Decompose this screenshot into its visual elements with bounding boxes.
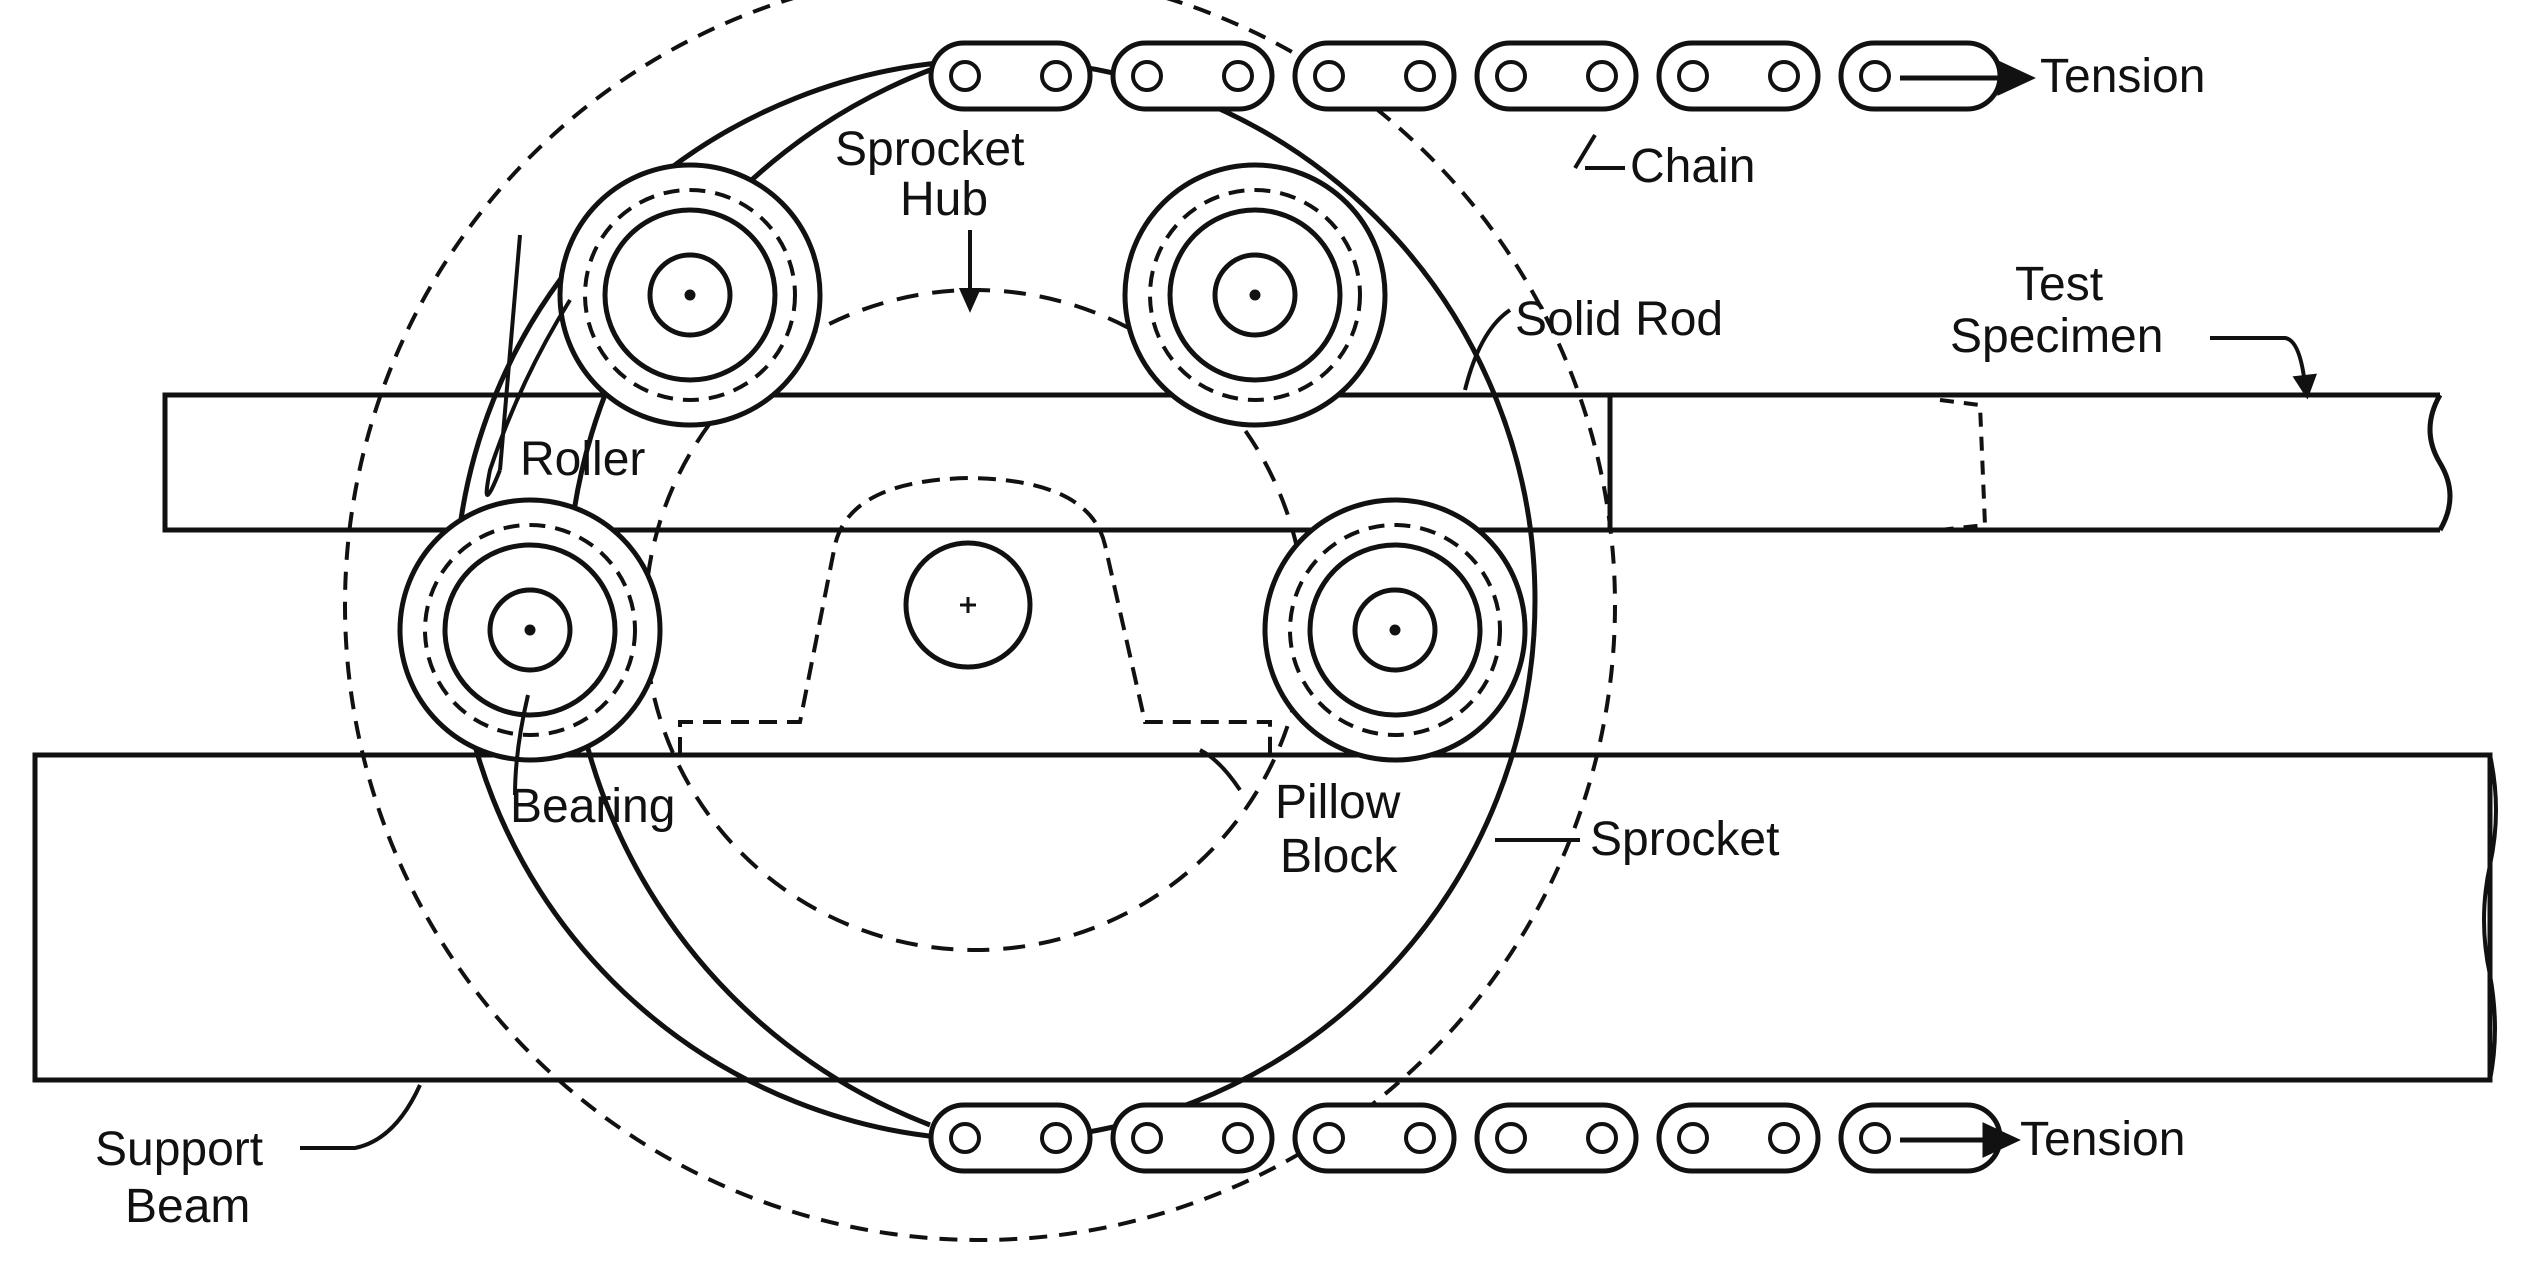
roller-label: Roller [520,433,645,486]
chain-pin [1131,60,1163,92]
solid-rod-label: Solid Rod [1515,293,1723,346]
test-specimen-label-line1: Test [2015,258,2103,311]
chain-link-plate [928,40,1093,112]
chain-pin [1040,1122,1072,1154]
tension-arrow-bottom [1900,1122,2021,1158]
chain-pin [949,60,981,92]
chain-link-plate [1474,1102,1639,1174]
chain-link-plate [1474,40,1639,112]
center-shaft [903,540,1033,670]
roller-top-right [1122,162,1388,428]
leader-lines [300,133,2317,1150]
chain-link-plate [1656,1102,1821,1174]
chain-pin [1495,1122,1527,1154]
chain-pin [1313,60,1345,92]
chain-pin [1313,1122,1345,1154]
test-specimen [1610,392,2453,533]
chain-pin [1222,60,1254,92]
sprocket-hub-label-line2: Hub [900,173,988,226]
chain-pin [1404,1122,1436,1154]
chain-pin [1586,60,1618,92]
chain-pin [1040,60,1072,92]
sprocket-label: Sprocket [1590,813,1779,866]
chain-pin [949,1122,981,1154]
solid-rod [162,392,1613,533]
roller-top-left [557,162,823,428]
pillow-block [678,475,1272,755]
chain-link-plate [928,1102,1093,1174]
support-beam [32,752,2498,1083]
chain-pin [1859,1122,1891,1154]
chain-pin [1768,60,1800,92]
chain-label: Chain [1630,140,1755,193]
chain-pin [1768,1122,1800,1154]
chain-pin [1586,1122,1618,1154]
pillow-block-label-line2: Block [1280,830,1398,883]
tension-arrow-top [1900,60,2036,96]
chain-link-plate [1292,40,1457,112]
chain-pin [1677,1122,1709,1154]
chain-bottom [928,1102,2003,1174]
chain-link-plate [1110,40,1275,112]
chain-path-dashed-circle [343,0,1617,1242]
pillow-block-label-line1: Pillow [1275,776,1401,829]
bearing-label: Bearing [510,780,675,833]
roller-bottom-left [397,497,663,763]
roller-bottom-right [1262,497,1528,763]
chain-pin [1859,60,1891,92]
chain-pin [1222,1122,1254,1154]
support-beam-label-line2: Beam [125,1180,250,1233]
chain-link-plate [1110,1102,1275,1174]
chain-pin [1495,60,1527,92]
sprocket-hub-label-line1: Sprocket [835,123,1024,176]
chain-pin [1404,60,1436,92]
chain-link-plate [1292,1102,1457,1174]
chain-link-plate [1656,40,1821,112]
test-specimen-label-line2: Specimen [1950,310,2163,363]
chain-pin [1677,60,1709,92]
chain-pin [1131,1122,1163,1154]
tension-label-top: Tension [2040,50,2205,103]
support-beam-label-line1: Support [95,1123,263,1176]
tension-label-bottom: Tension [2020,1113,2185,1166]
chain-top [928,40,2003,112]
